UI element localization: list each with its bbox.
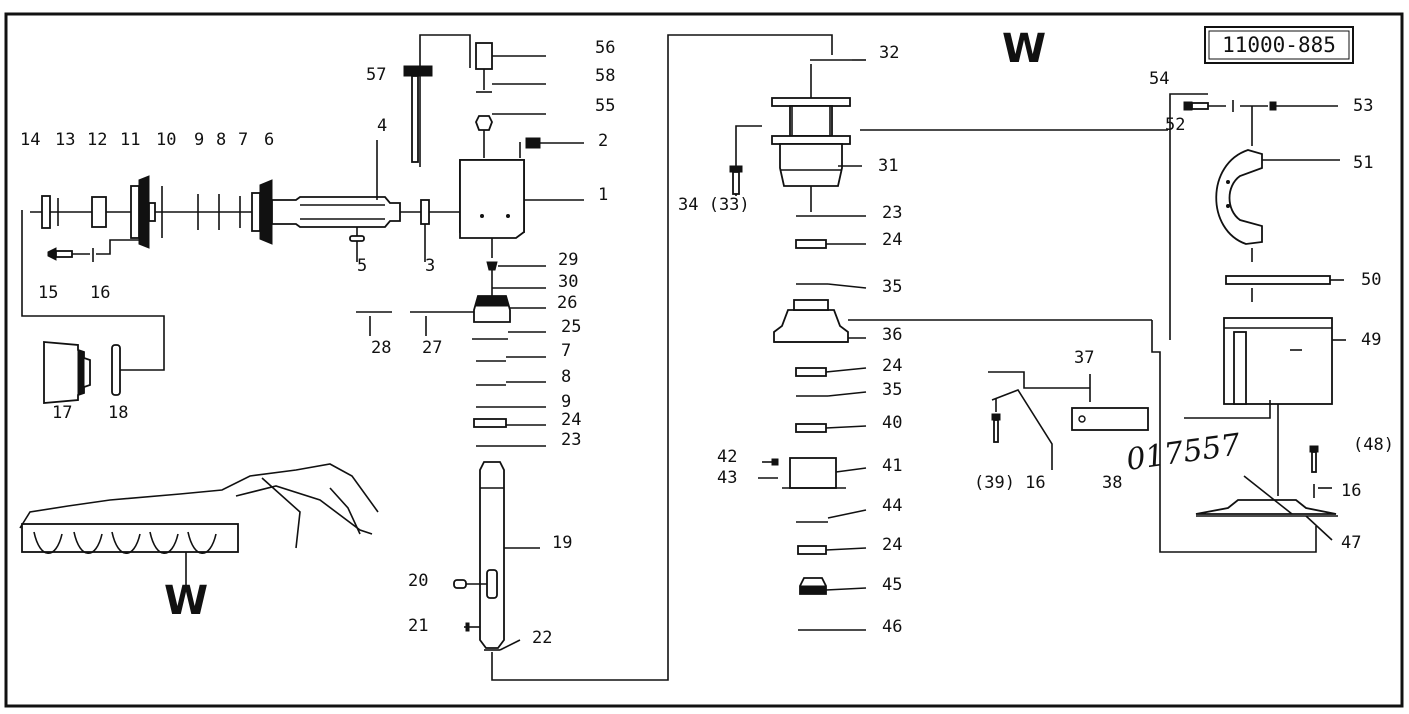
callout-c7b: 7 [561,341,571,361]
callout-c14: 14 [20,130,40,150]
view-label-top: W [1002,26,1046,72]
callout-c17: 17 [52,403,72,423]
callout-c58: 58 [595,66,615,86]
callout-c9b: 9 [561,392,571,412]
callout-c32: 32 [879,43,899,63]
reference-number-box: 11000-885 [1204,26,1354,64]
machine-overview-sketch [19,463,379,590]
callout-c46: 46 [882,617,902,637]
callout-c34: 34 (33) [678,195,750,215]
callout-c21: 21 [408,616,428,636]
callout-c4: 4 [377,116,387,136]
callout-c53: 53 [1353,96,1373,116]
callout-c50: 50 [1361,270,1381,290]
callout-c42: 42 [717,447,737,467]
callout-c49: 49 [1361,330,1381,350]
skid-guard-assembly [860,93,1346,541]
callout-c11: 11 [120,130,140,150]
left-shaft-assembly [21,140,460,404]
callout-c29: 29 [558,250,578,270]
callout-c57: 57 [366,65,386,85]
callout-c3: 3 [425,256,435,276]
callout-c35a: 35 [882,277,902,297]
diagram-frame [4,12,1404,708]
callout-c23a: 23 [561,430,581,450]
callout-c10: 10 [156,130,176,150]
callout-c44: 44 [882,496,902,516]
callout-c23b: 23 [882,203,902,223]
callout-c43: 43 [717,468,737,488]
callout-c36: 36 [882,325,902,345]
callout-c12: 12 [87,130,107,150]
callout-c8: 8 [216,130,226,150]
callout-c41: 41 [882,456,902,476]
callout-c5: 5 [357,256,367,276]
callout-c51: 51 [1353,153,1373,173]
callout-c56: 56 [595,38,615,58]
callout-c47: 47 [1341,533,1361,553]
callout-c16c: 16 [1341,481,1361,501]
callout-c24a: 24 [561,410,581,430]
callout-c35b: 35 [882,380,902,400]
callout-c26: 26 [557,293,577,313]
callout-c54: 54 [1149,69,1169,89]
callout-c40: 40 [882,413,902,433]
handwritten-note: 017557 [1124,427,1243,478]
callout-c18: 18 [108,403,128,423]
reference-number: 11000-885 [1222,33,1336,57]
callout-c20: 20 [408,571,428,591]
callout-c19: 19 [552,533,572,553]
callout-c25: 25 [561,317,581,337]
callout-c38: 38 [1102,473,1122,493]
callout-c31: 31 [878,156,898,176]
callout-c24b: 24 [882,230,902,250]
callout-c52: 52 [1165,115,1185,135]
callout-c2: 2 [598,131,608,151]
callout-c13: 13 [55,130,75,150]
callout-c30: 30 [558,272,578,292]
center-housing-assembly [356,34,833,681]
callout-c6: 6 [264,130,274,150]
callout-c48: (48) [1353,435,1394,455]
callout-c7: 7 [238,130,248,150]
callout-c45: 45 [882,575,902,595]
callout-c9: 9 [194,130,204,150]
callout-c22: 22 [532,628,552,648]
callout-c39: (39) 16 [974,473,1046,493]
callout-c27: 27 [422,338,442,358]
callout-c37: 37 [1074,348,1094,368]
callout-c55: 55 [595,96,615,116]
callout-c24d: 24 [882,535,902,555]
callout-c16a: 16 [90,283,110,303]
callout-c24c: 24 [882,356,902,376]
callout-c15: 15 [38,283,58,303]
callout-c8b: 8 [561,367,571,387]
gearbox-assembly [729,59,1317,631]
callout-c28: 28 [371,338,391,358]
callout-c1: 1 [598,185,608,205]
